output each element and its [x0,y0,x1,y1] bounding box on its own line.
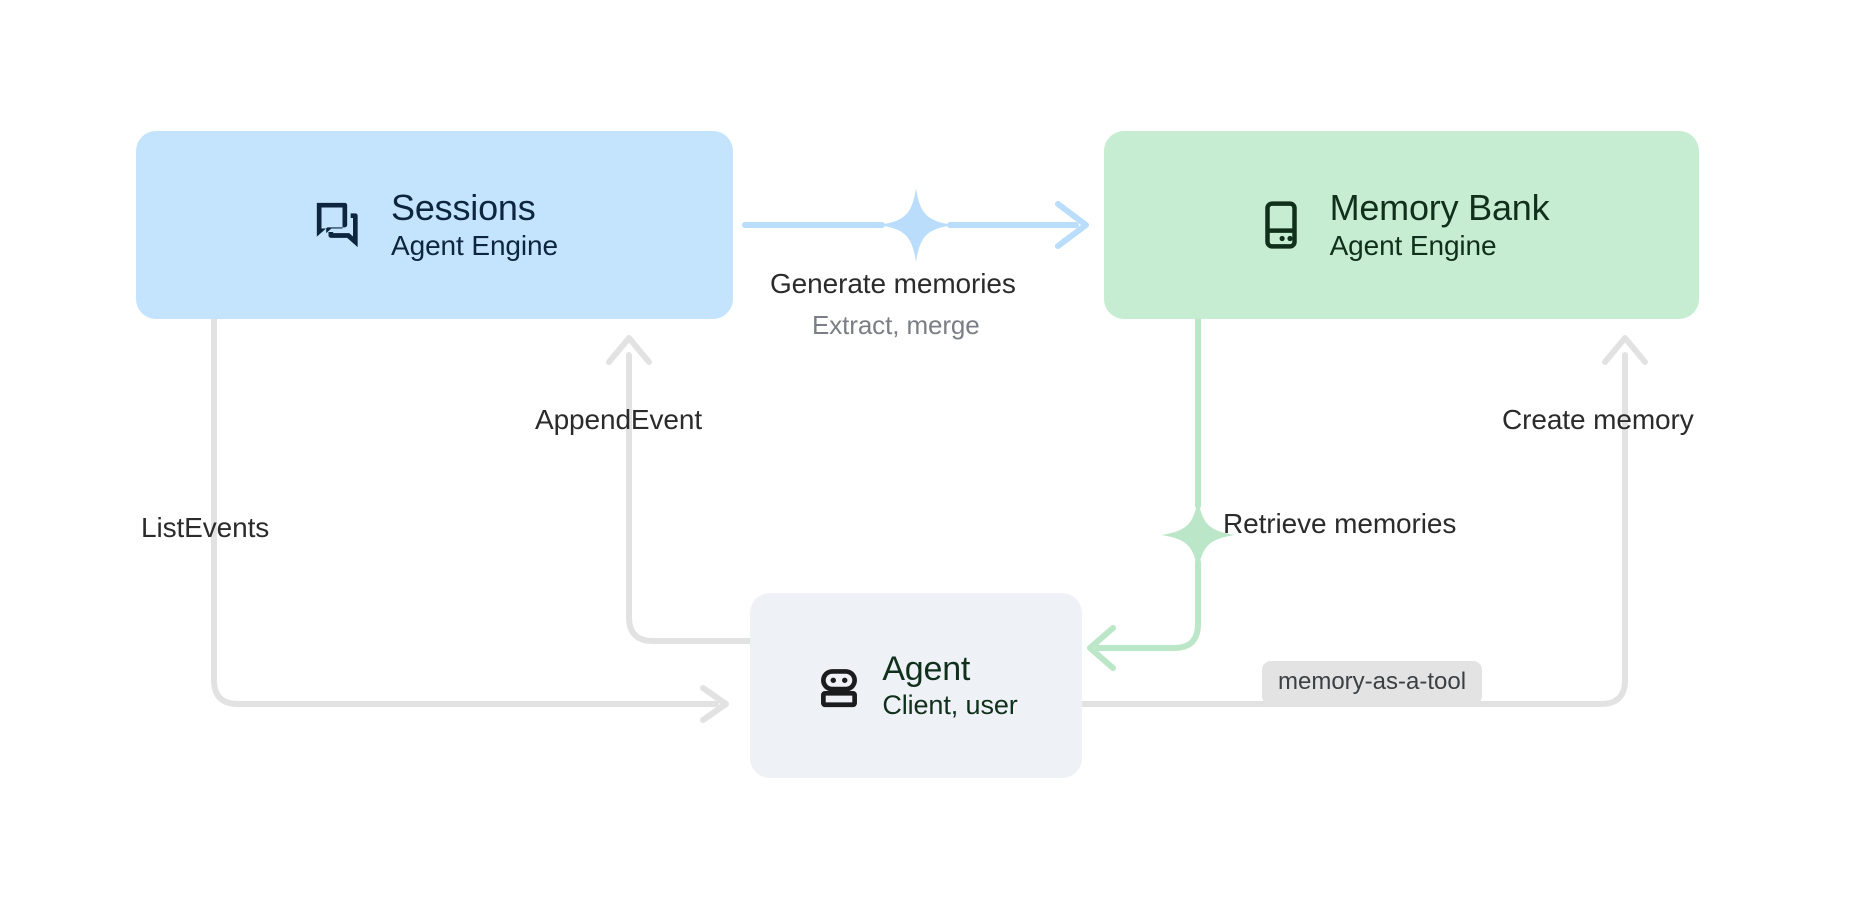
node-sessions-title: Sessions [391,187,536,229]
edge-retrieve-memories [1087,316,1235,671]
node-sessions[interactable]: Sessions Agent Engine [136,131,733,319]
node-sessions-subtitle: Agent Engine [391,230,558,262]
edge-sublabel-generate-memories: Extract, merge [812,310,980,340]
node-agent-subtitle: Client, user [882,690,1018,721]
node-memory-bank-subtitle: Agent Engine [1329,230,1497,262]
edge-label-create-memory: Create memory [1502,404,1694,435]
edge-label-retrieve-memories: Retrieve memories [1223,508,1457,539]
edge-label-generate-memories: Generate memories [770,268,1016,299]
node-memory-bank-title: Memory Bank [1329,187,1550,229]
edge-list-events [211,316,729,723]
edge-generate-memories [742,188,1089,262]
node-agent-title: Agent [882,650,971,689]
node-memory-bank[interactable]: Memory Bank Agent Engine [1104,131,1699,319]
edge-label-list-events: ListEvents [141,512,270,543]
badge-memory-as-a-tool: memory-as-a-tool [1262,661,1483,705]
sparkle-icon [879,188,953,262]
robot-icon [814,661,864,711]
forum-icon [311,197,367,253]
node-agent[interactable]: Agent Client, user [750,593,1082,778]
edge-append-event [606,335,753,644]
edge-label-append-event: AppendEvent [535,404,703,435]
database-icon [1254,198,1308,252]
